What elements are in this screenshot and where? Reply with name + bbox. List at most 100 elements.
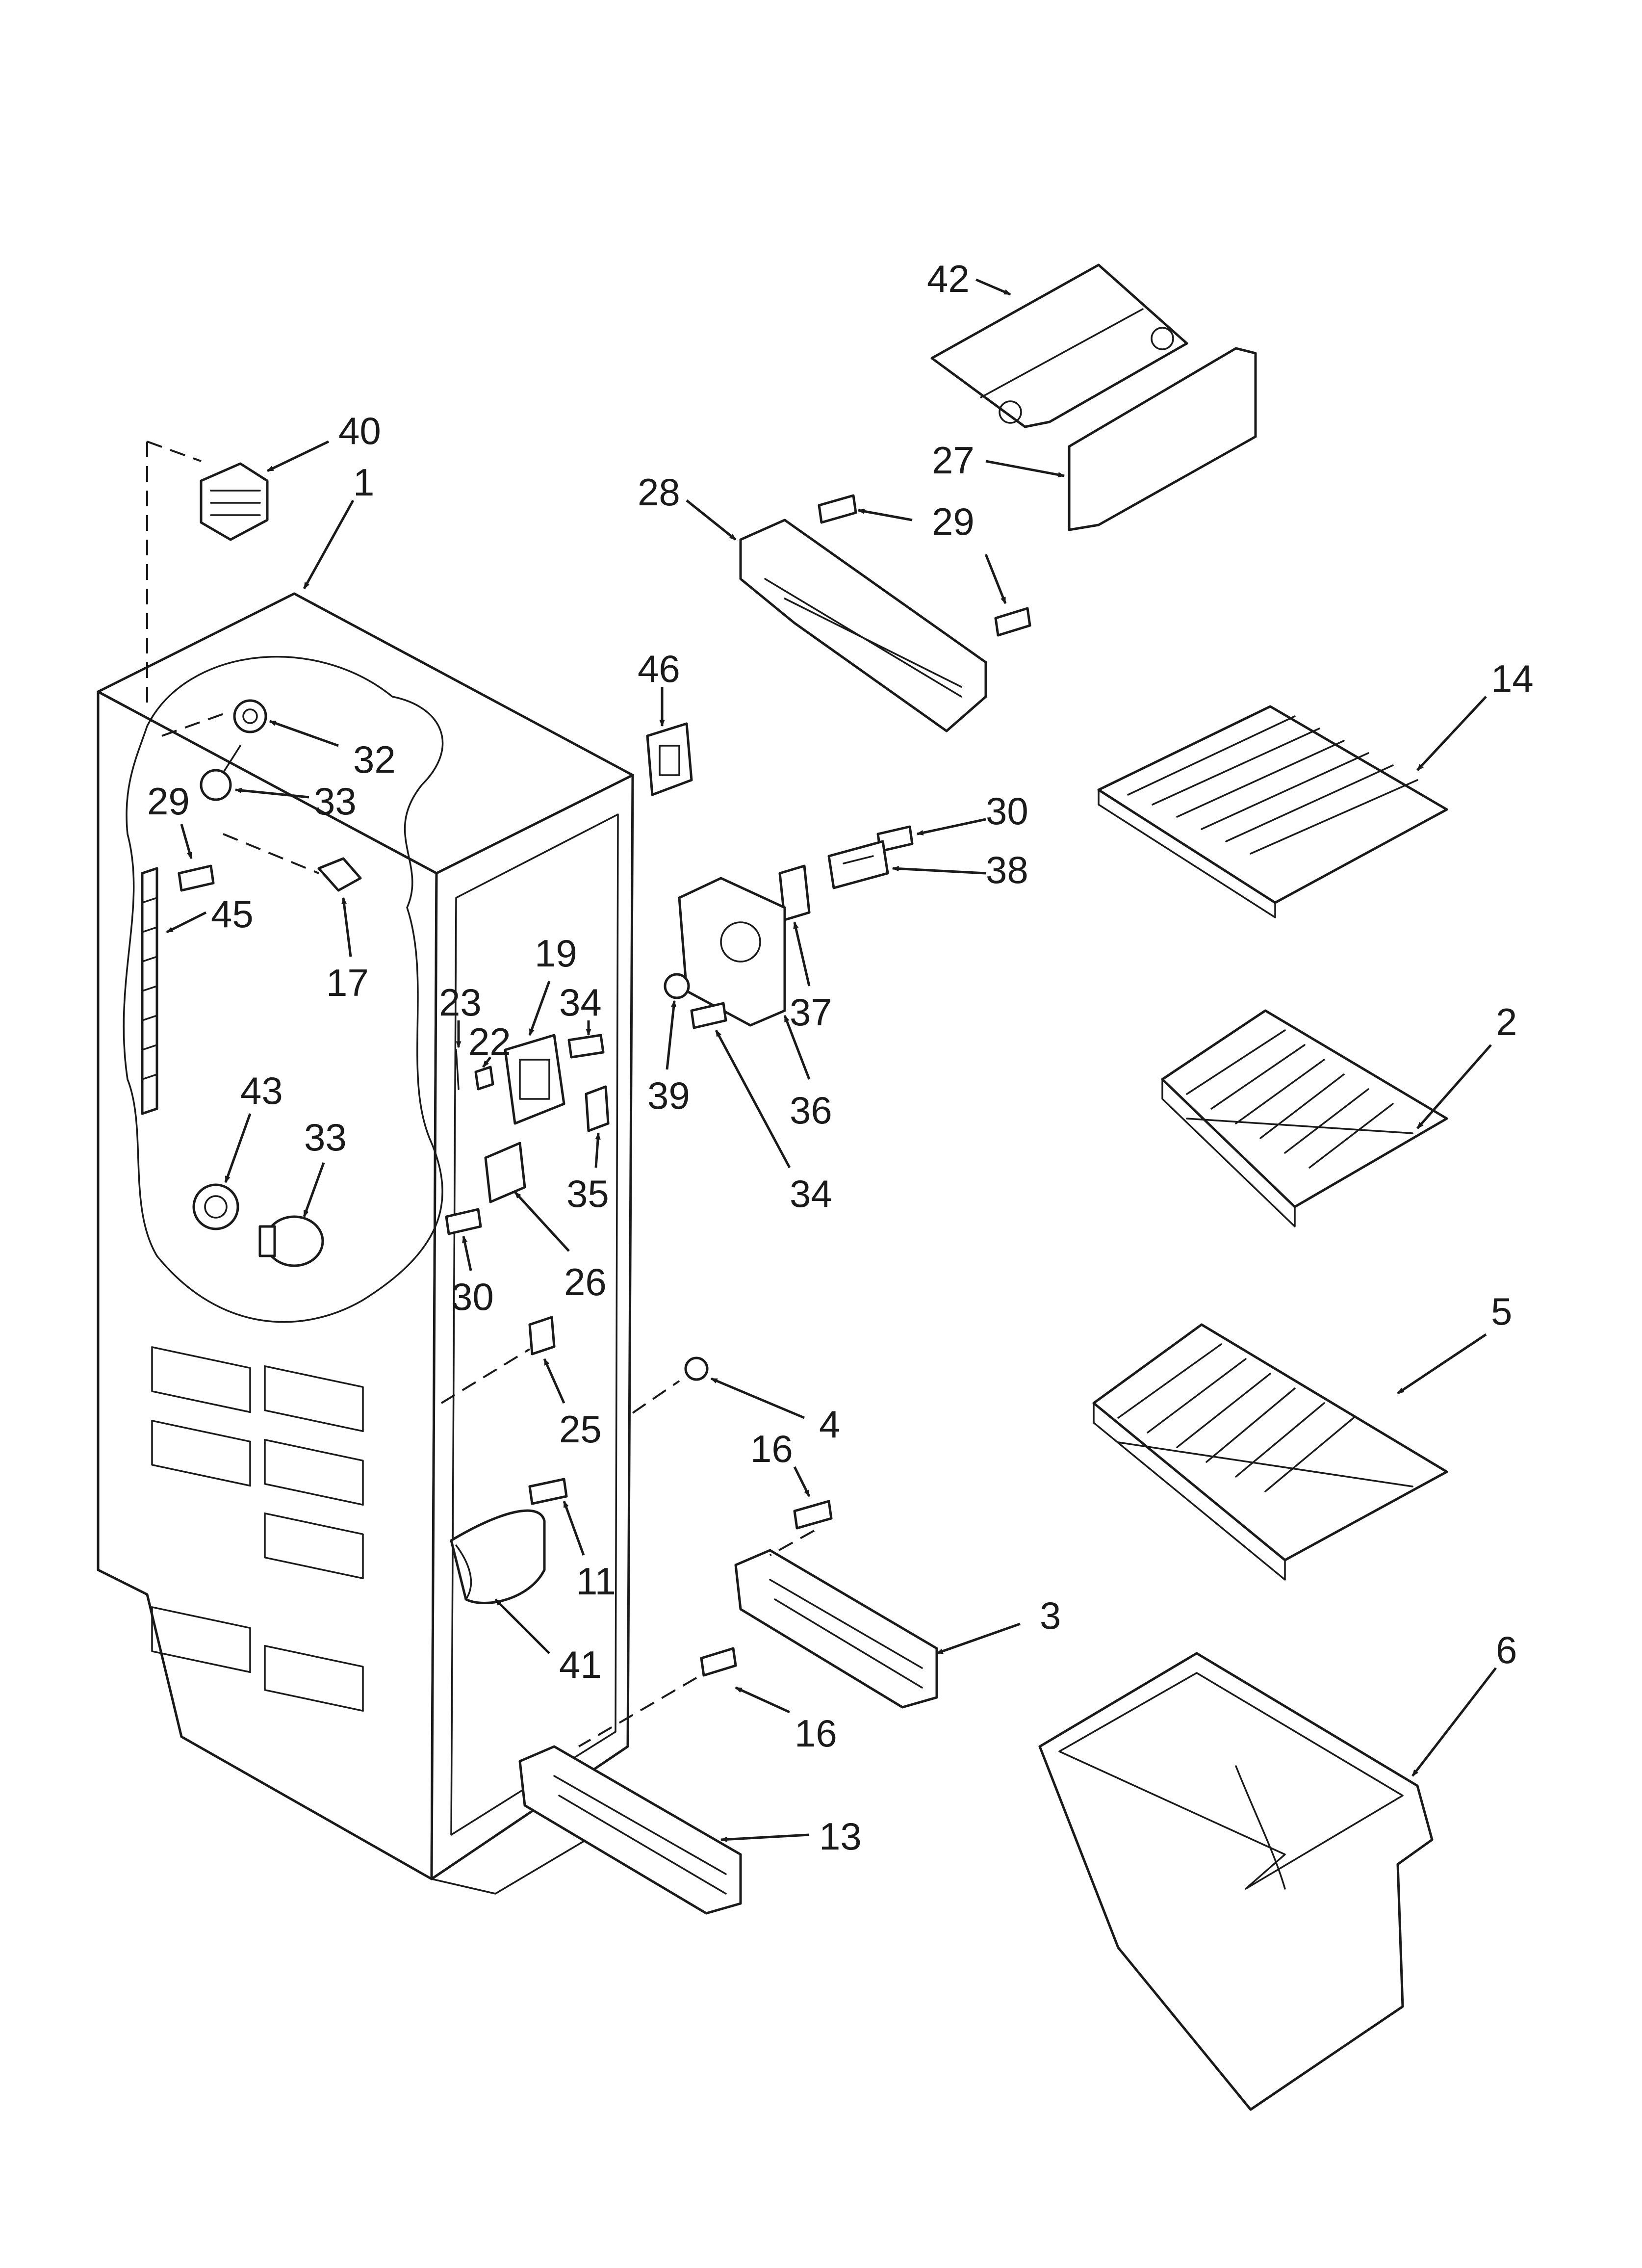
callout-38: 38 <box>986 848 1028 891</box>
callout-46: 46 <box>638 647 680 690</box>
part-13-crisper-rail <box>518 1745 742 1915</box>
part-32-socket <box>233 699 267 733</box>
leader-dash-25 <box>440 1348 531 1404</box>
leader-dash-32 <box>161 710 231 737</box>
leader-6 <box>1411 1667 1497 1777</box>
callout-14: 14 <box>1491 657 1534 700</box>
part-28-light-housing <box>739 519 987 732</box>
callout-30: 30 <box>986 789 1028 833</box>
leader-4 <box>710 1377 805 1419</box>
callout-16: 16 <box>795 1712 837 1755</box>
leader-dash-17 <box>223 833 319 874</box>
callout-labels: 42 27 28 29 29 40 1 46 14 32 29 33 30 38… <box>147 257 1534 1858</box>
leader-33b <box>303 1162 325 1218</box>
leader-16b <box>735 1686 791 1714</box>
part-30-screw-center <box>445 1208 482 1235</box>
leader-42 <box>975 278 1011 296</box>
part-26-board <box>484 1142 526 1203</box>
callout-25: 25 <box>559 1408 602 1451</box>
part-34-screw-right <box>690 1002 727 1029</box>
callout-34: 34 <box>559 981 602 1024</box>
leader-29b <box>984 554 1007 604</box>
callout-6: 6 <box>1496 1628 1517 1671</box>
leader-1 <box>303 499 355 590</box>
callout-37: 37 <box>790 991 832 1034</box>
callout-27: 27 <box>932 439 975 482</box>
leader-30b <box>462 1235 472 1271</box>
callout-42: 42 <box>927 257 970 300</box>
part-23-pin <box>455 1049 460 1090</box>
callout-40: 40 <box>338 409 381 452</box>
part-41-cover <box>450 1509 546 1604</box>
leader-29c <box>180 824 193 860</box>
callout-22: 22 <box>468 1020 511 1063</box>
callout-41: 41 <box>559 1643 602 1686</box>
leader-34b <box>715 1029 791 1169</box>
leader-11 <box>563 1500 585 1556</box>
callout-32: 32 <box>353 738 396 781</box>
part-38-board <box>827 840 889 889</box>
part-14-shelf <box>1097 705 1448 918</box>
leader-29a <box>857 508 913 521</box>
part-42-hinge-cover <box>930 263 1188 428</box>
callout-17: 17 <box>326 961 369 1004</box>
leader-45 <box>166 911 207 934</box>
callout-4: 4 <box>819 1403 840 1446</box>
part-16-screw-upper <box>793 1500 833 1530</box>
part-45-light-bar <box>141 867 158 1115</box>
part-36-control-housing <box>678 877 786 1027</box>
callout-30: 30 <box>451 1275 494 1318</box>
callout-3: 3 <box>1040 1594 1061 1637</box>
part-19-housing <box>504 1034 565 1125</box>
part-33-bulb-lower <box>258 1215 324 1267</box>
part-46-bracket <box>646 722 693 796</box>
leader-19 <box>528 981 551 1036</box>
leader-41 <box>494 1598 550 1654</box>
leader-28 <box>686 499 737 541</box>
callout-11: 11 <box>576 1560 616 1603</box>
callout-13: 13 <box>819 1815 862 1858</box>
leader-43 <box>224 1113 252 1183</box>
callout-28: 28 <box>638 470 680 514</box>
leader-39 <box>666 1000 677 1070</box>
callout-2: 2 <box>1496 1000 1517 1043</box>
part-35-clip <box>585 1085 610 1132</box>
part-34-screw-center <box>567 1034 605 1059</box>
callout-29: 29 <box>147 780 190 823</box>
part-11-screw <box>528 1478 568 1505</box>
leader-40 <box>266 440 330 472</box>
callout-39: 39 <box>647 1074 690 1117</box>
callout-33: 33 <box>304 1116 347 1159</box>
leader-38 <box>892 866 986 875</box>
part-39-knob <box>664 973 690 999</box>
leader-2 <box>1416 1044 1492 1129</box>
part-29-screw-left <box>178 864 215 892</box>
callout-35: 35 <box>566 1172 609 1215</box>
callout-5: 5 <box>1491 1290 1512 1333</box>
leader-dash-40 <box>146 441 202 711</box>
liner-side-panels <box>151 1346 364 1712</box>
part-22-bracket <box>474 1066 494 1091</box>
leader-dash-4 <box>632 1380 680 1414</box>
part-4-plug <box>684 1356 709 1381</box>
callout-33: 33 <box>314 780 357 823</box>
callout-26: 26 <box>564 1260 607 1303</box>
part-40-clip <box>200 462 269 541</box>
part-37-bracket <box>778 864 811 921</box>
liner-cutaway <box>123 655 444 1323</box>
leader-16a <box>793 1466 811 1497</box>
part-5-wire-shelf <box>1092 1323 1448 1581</box>
leader-13 <box>720 1833 810 1842</box>
leader-37 <box>793 921 811 987</box>
leader-17 <box>341 897 352 957</box>
part-33-bulb-upper <box>200 745 241 801</box>
callout-29: 29 <box>932 500 975 543</box>
leader-26 <box>514 1191 570 1252</box>
callout-1: 1 <box>353 461 374 504</box>
leader-14 <box>1416 696 1487 771</box>
part-29-screw-top-b <box>994 607 1031 637</box>
callout-16: 16 <box>750 1427 793 1470</box>
part-29-screw-top-a <box>818 494 857 524</box>
leader-5 <box>1397 1333 1487 1395</box>
